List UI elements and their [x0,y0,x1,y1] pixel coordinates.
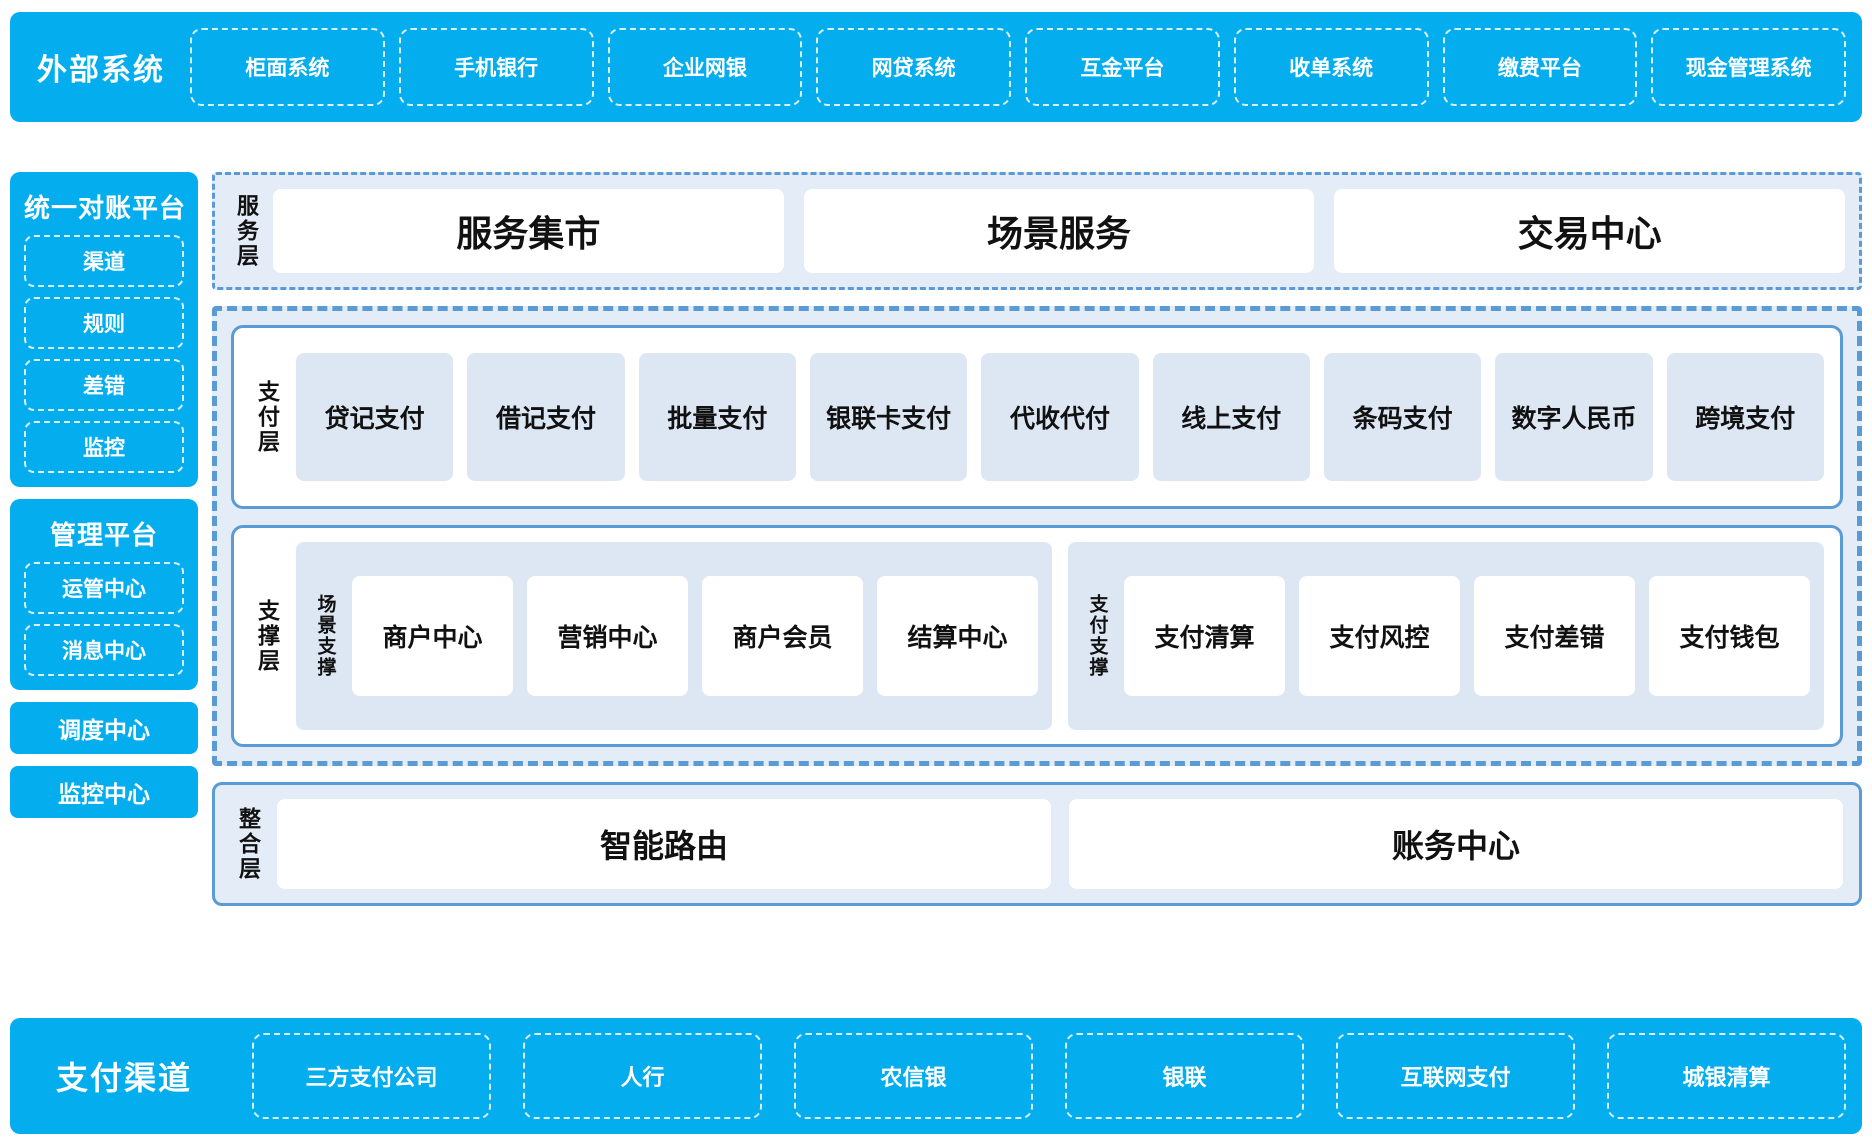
integration-layer: 整合层 智能路由 账务中心 [212,782,1862,906]
integration-layer-items: 智能路由 账务中心 [277,799,1843,889]
payment-channel-city-bank-clearing[interactable]: 城银清算 [1607,1033,1846,1119]
payment-item-cross-border[interactable]: 跨境支付 [1666,353,1824,481]
support-item-marketing-center[interactable]: 营销中心 [527,576,688,696]
recon-platform-title: 统一对账平台 [24,193,187,223]
support-item-payment-exception[interactable]: 支付差错 [1474,576,1635,696]
external-system-item[interactable]: 网贷系统 [816,28,1011,106]
payment-item-barcode[interactable]: 条码支付 [1323,353,1482,481]
integration-layer-label: 整合层 [236,806,261,882]
support-group-scene-label: 场景支撑 [314,594,336,678]
service-layer-label: 服务层 [234,193,259,269]
support-group-payment-label: 支付支撑 [1086,594,1108,678]
external-system-item[interactable]: 缴费平台 [1442,28,1638,106]
payment-channel-unionpay[interactable]: 银联 [1065,1033,1304,1119]
support-group-scene: 场景支撑 商户中心 营销中心 商户会员 结算中心 [296,542,1052,730]
external-system-item[interactable]: 互金平台 [1025,28,1220,106]
payment-item-credit[interactable]: 贷记支付 [296,353,454,481]
sidebar-item-monitoring-center[interactable]: 监控中心 [10,766,198,818]
service-item-transaction-center[interactable]: 交易中心 [1334,189,1846,273]
integration-item-accounting-center[interactable]: 账务中心 [1069,799,1843,889]
payment-item-collection-payment[interactable]: 代收代付 [981,353,1139,481]
sidebar-group-mgmt-platform: 管理平台 运管中心 消息中心 [10,499,198,690]
external-systems-bar: 外部系统 柜面系统 手机银行 企业网银 网贷系统 互金平台 收单系统 缴费平台 … [10,12,1862,122]
payment-item-batch[interactable]: 批量支付 [638,353,796,481]
payment-layer-label: 支付层 [255,379,280,455]
payment-channels-bar: 支付渠道 三方支付公司 人行 农信银 银联 互联网支付 城银清算 [10,1018,1862,1134]
core-layers-wrapper: 支付层 贷记支付 借记支付 批量支付 银联卡支付 代收代付 线上支付 条码支付 … [212,306,1862,766]
payment-channel-third-party[interactable]: 三方支付公司 [252,1033,491,1119]
service-item-marketplace[interactable]: 服务集市 [273,189,784,273]
payment-item-online[interactable]: 线上支付 [1152,353,1310,481]
sidebar-item-ops-center[interactable]: 运管中心 [24,562,184,614]
support-group-payment: 支付支撑 支付清算 支付风控 支付差错 支付钱包 [1068,542,1824,730]
sidebar: 统一对账平台 渠道 规则 差错 监控 管理平台 运管中心 消息中心 调度中心 监… [10,172,198,830]
sidebar-item-message-center[interactable]: 消息中心 [24,624,184,676]
external-system-item[interactable]: 柜面系统 [190,28,385,106]
support-item-merchant-center[interactable]: 商户中心 [352,576,513,696]
payment-layer-items: 贷记支付 借记支付 批量支付 银联卡支付 代收代付 线上支付 条码支付 数字人民… [296,342,1824,492]
support-group-scene-items: 商户中心 营销中心 商户会员 结算中心 [352,554,1038,718]
service-item-scenario[interactable]: 场景服务 [803,189,1315,273]
external-system-item[interactable]: 企业网银 [607,28,803,106]
support-layer-label: 支撑层 [255,598,280,674]
sidebar-item-channel[interactable]: 渠道 [24,235,184,287]
payment-channels-list: 三方支付公司 人行 农信银 银联 互联网支付 城银清算 [236,1033,1846,1119]
mgmt-platform-title: 管理平台 [49,520,158,550]
external-systems-title: 外部系统 [37,54,165,87]
payment-item-unionpay-card[interactable]: 银联卡支付 [809,353,968,481]
integration-item-smart-routing[interactable]: 智能路由 [277,799,1051,889]
sidebar-item-monitor[interactable]: 监控 [24,421,184,473]
support-item-merchant-member[interactable]: 商户会员 [702,576,863,696]
support-item-payment-riskcontrol[interactable]: 支付风控 [1299,576,1460,696]
sidebar-item-rule[interactable]: 规则 [24,297,184,349]
external-system-item[interactable]: 收单系统 [1233,28,1429,106]
external-systems-list: 柜面系统 手机银行 企业网银 网贷系统 互金平台 收单系统 缴费平台 现金管理系… [190,28,1846,106]
service-layer-items: 服务集市 场景服务 交易中心 [273,189,1846,273]
sidebar-item-scheduling-center[interactable]: 调度中心 [10,702,198,754]
service-layer: 服务层 服务集市 场景服务 交易中心 [212,172,1862,290]
payment-channel-rcc[interactable]: 农信银 [794,1033,1033,1119]
payment-channel-pboc[interactable]: 人行 [523,1033,762,1119]
external-system-item[interactable]: 手机银行 [398,28,594,106]
main-layer-stack: 服务层 服务集市 场景服务 交易中心 支付层 贷记支付 借记支付 批量支付 银联… [212,172,1862,906]
support-item-settlement-center[interactable]: 结算中心 [877,576,1038,696]
support-layer: 支撑层 场景支撑 商户中心 营销中心 商户会员 结算中心 支付支撑 [231,525,1843,747]
support-item-payment-wallet[interactable]: 支付钱包 [1649,576,1810,696]
support-layer-groups: 场景支撑 商户中心 营销中心 商户会员 结算中心 支付支撑 支付清算 支付风控 [296,542,1824,730]
payment-channel-internet-payment[interactable]: 互联网支付 [1336,1033,1575,1119]
external-system-item[interactable]: 现金管理系统 [1651,28,1846,106]
support-group-payment-items: 支付清算 支付风控 支付差错 支付钱包 [1124,554,1810,718]
payment-channels-title: 支付渠道 [55,1060,192,1096]
sidebar-item-error[interactable]: 差错 [24,359,184,411]
payment-item-digital-rmb[interactable]: 数字人民币 [1495,353,1653,481]
support-item-payment-clearing[interactable]: 支付清算 [1124,576,1285,696]
sidebar-group-recon-platform: 统一对账平台 渠道 规则 差错 监控 [10,172,198,487]
payment-layer: 支付层 贷记支付 借记支付 批量支付 银联卡支付 代收代付 线上支付 条码支付 … [231,325,1843,509]
payment-item-debit[interactable]: 借记支付 [467,353,625,481]
